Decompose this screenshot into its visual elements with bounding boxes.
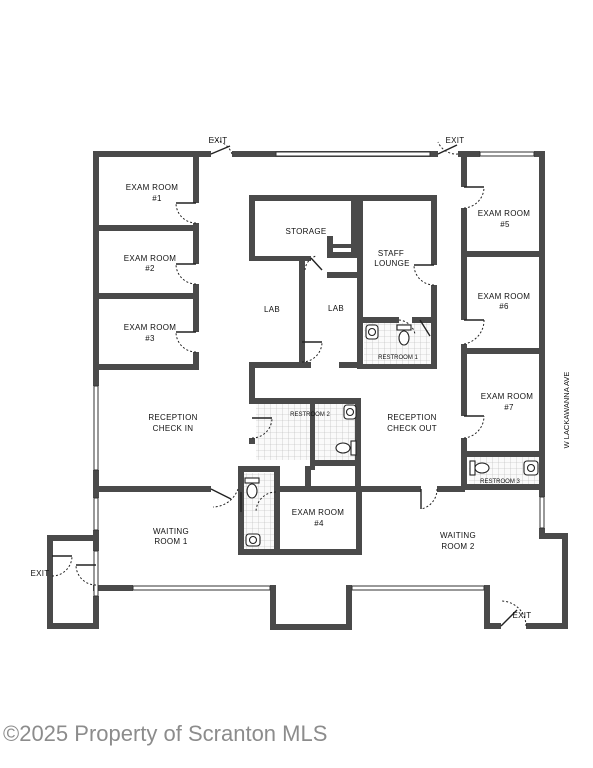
exam-room-1-label: EXAM ROOM (126, 183, 179, 192)
exam-room-7-number: #7 (504, 403, 514, 412)
reception-check-in-label: RECEPTION (148, 413, 197, 422)
doors (51, 139, 527, 627)
restroom-3-label: RESTROOM 3 (480, 479, 520, 485)
storage-label: STORAGE (285, 227, 326, 236)
exam-room-7-label: EXAM ROOM (481, 392, 534, 401)
exit-top-right-label: EXIT (446, 136, 465, 145)
waiting-room-1-label: WAITING (153, 527, 189, 536)
lab-2-label: LAB (328, 304, 344, 313)
exam-room-4-label: EXAM ROOM (292, 508, 345, 517)
restroom-2-label: RESTROOM 2 (290, 412, 330, 418)
lab-1-label: LAB (264, 305, 280, 314)
exam-room-6-label: EXAM ROOM (478, 292, 531, 301)
exam-room-2-label: EXAM ROOM (124, 254, 177, 263)
exam-room-6-number: #6 (499, 302, 509, 311)
exam-room-4-number: #4 (314, 519, 324, 528)
walls (47, 151, 568, 630)
fixtures (244, 324, 539, 547)
exam-room-1-number: #1 (152, 194, 162, 203)
waiting-room-2-label-2: ROOM 2 (441, 542, 475, 551)
exam-room-5-number: #5 (500, 220, 510, 229)
restroom-1-label: RESTROOM 1 (378, 355, 418, 361)
reception-check-out-label: RECEPTION (387, 413, 436, 422)
exit-bottom-right-label: EXIT (513, 611, 532, 620)
exam-room-3-label: EXAM ROOM (124, 323, 177, 332)
copyright-watermark: ©2025 Property of Scranton MLS (3, 721, 327, 746)
exit-top-left-label: EXIT (209, 136, 228, 145)
exam-room-3-number: #3 (145, 334, 155, 343)
exam-room-5-label: EXAM ROOM (478, 209, 531, 218)
waiting-room-2-label: WAITING (440, 531, 476, 540)
street-label: W LACKAWANNA AVE (562, 372, 571, 449)
waiting-room-1-label-2: ROOM 1 (154, 537, 188, 546)
exit-left-label: EXIT (31, 569, 50, 578)
staff-lounge-label: STAFF (378, 249, 404, 258)
windows (93, 151, 545, 597)
staff-lounge-label-2: LOUNGE (374, 259, 410, 268)
exam-room-2-number: #2 (145, 264, 155, 273)
reception-check-in-label-2: CHECK IN (153, 424, 194, 433)
reception-check-out-label-2: CHECK OUT (387, 424, 437, 433)
